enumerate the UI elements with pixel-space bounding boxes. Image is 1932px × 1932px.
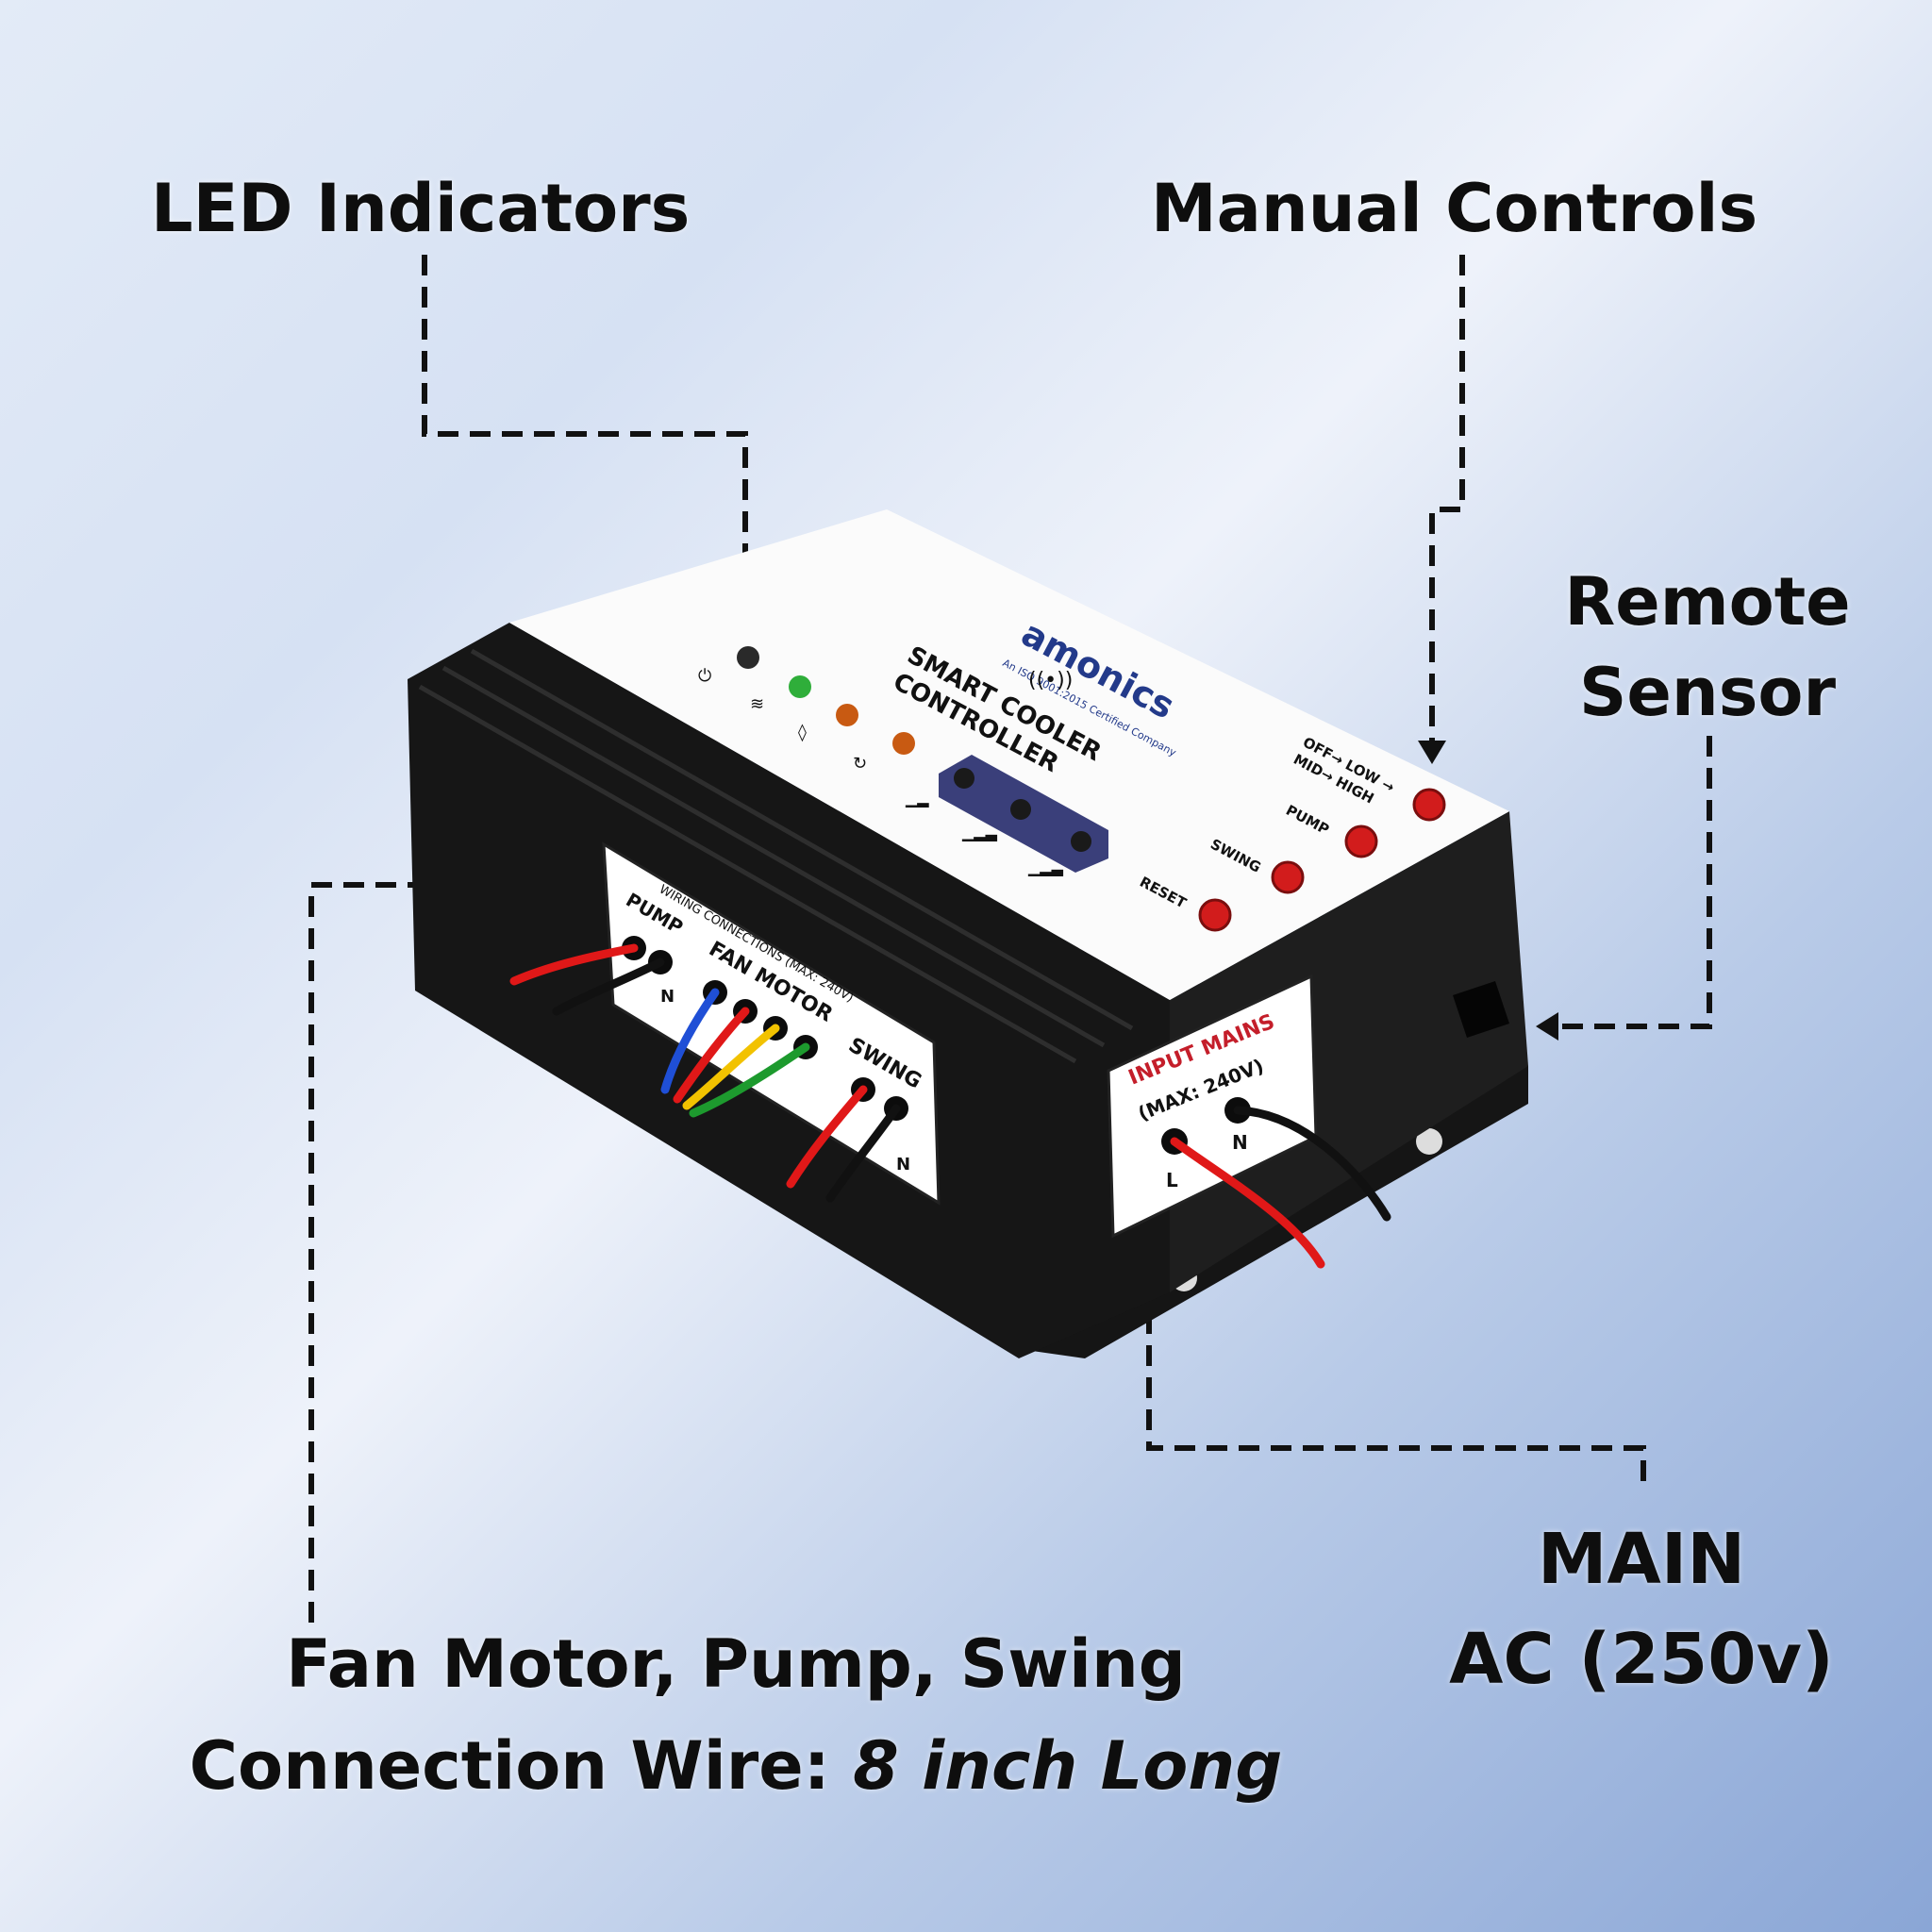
main-ac-label: MAIN AC (250v) [1415,1509,1868,1709]
reset-button[interactable] [1198,898,1232,932]
status-led-power [737,646,759,669]
enclosure-top [509,509,1509,1000]
enclosure-end [1170,811,1528,1292]
swing-icon: ↻ [853,754,867,774]
swing-button[interactable] [1271,860,1305,894]
remote-sensor-label: Remote Sensor [1538,557,1877,738]
speed-mid-icon: ▁▂▃ [961,824,998,841]
manual-leader-line [1429,255,1465,745]
swing-live-wire [786,1085,868,1189]
status-led-pump [836,704,858,726]
remote-arrowhead [1536,1012,1558,1041]
input-neutral-label: N [1232,1131,1248,1154]
connection-wire-line2: Connection Wire: 8 inch Long [142,1715,1330,1817]
swing-neutral-wire [825,1104,901,1203]
fan-red-wire [673,1007,750,1104]
main-ac-line2: AC (250v) [1449,1619,1834,1700]
manual-arrowhead [1418,741,1446,764]
pump-neutral-wire [552,958,665,1016]
pump-live-wire [509,943,639,986]
status-led-wifi [789,675,811,698]
speed-led-mid [1010,799,1031,820]
wifi-icon: ≋ [750,694,764,714]
connection-wire-prefix: Connection Wire: [189,1727,854,1805]
input-neutral-wire [1233,1106,1391,1222]
connection-wire-label: Fan Motor, Pump, Swing Connection Wire: … [142,1613,1330,1817]
remote-leader-line [1555,736,1712,1029]
speed-led-low [954,768,974,789]
fan-yellow-wire [682,1024,780,1110]
speed-low-icon: ▁▂ [905,790,929,808]
remote-ir-sensor [1453,981,1509,1038]
manual-controls-label: Manual Controls [1151,170,1758,247]
pump-button[interactable] [1344,824,1378,858]
input-live-label: L [1166,1169,1178,1191]
enclosure-groove [470,648,1134,1031]
enclosure-groove [418,684,1077,1064]
mount-hole [1416,1128,1442,1155]
status-led-swing [892,732,915,755]
remote-signal-icon: ((•)) [1028,669,1073,692]
connection-wire-length: 8 inch Long [853,1727,1283,1805]
input-live-wire [1170,1137,1325,1269]
speed-led-high [1071,831,1091,852]
speed-button[interactable] [1412,788,1446,822]
remote-sensor-line2: Sensor [1578,654,1836,731]
fan-green-wire [689,1042,810,1118]
led-indicators-label: LED Indicators [151,170,691,247]
water-drop-icon: ◊ [798,723,807,742]
led-leader-line [422,255,748,604]
remote-sensor-line1: Remote [1564,563,1851,641]
fan-blue-wire [660,988,720,1094]
swing-neutral-label: N [896,1155,910,1174]
connection-wire-line1: Fan Motor, Pump, Swing [286,1625,1186,1703]
main-leader-line [1146,1217,1646,1481]
speed-high-icon: ▁▂▃ [1027,858,1064,876]
power-icon: ⏻ [698,666,711,686]
enclosure-groove [441,665,1106,1048]
pump-neutral-label: N [660,987,675,1007]
main-ac-line1: MAIN [1537,1519,1746,1600]
